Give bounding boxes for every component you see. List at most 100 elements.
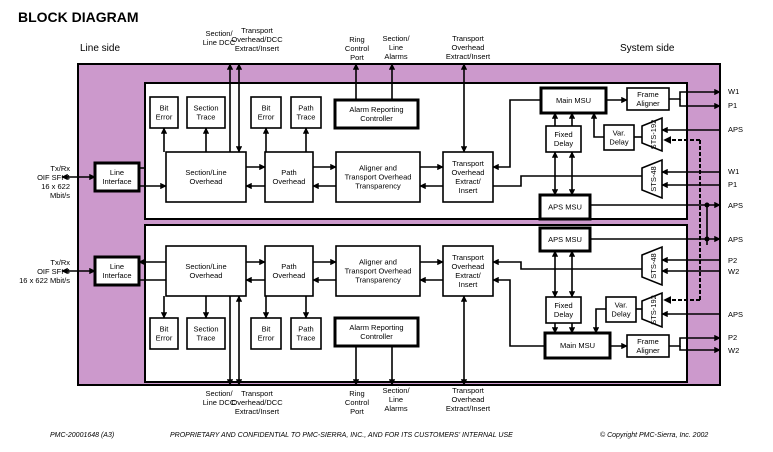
lower-fixed-delay-label: Fixed	[554, 301, 572, 310]
upper-section-trace-label: Section	[193, 104, 218, 113]
port-label-8: W2	[728, 267, 739, 276]
lower-sts48-mux: STS-48	[641, 245, 663, 287]
upper-aps-msu-label: APS MSU	[548, 203, 582, 212]
lower-section-line-overhead-label: Overhead	[190, 271, 223, 280]
lower-section-line-overhead-label: Section/Line	[185, 262, 226, 271]
footer-confidential: PROPRIETARY AND CONFIDENTIAL TO PMC-SIER…	[170, 432, 513, 439]
lower-var-delay: Var.Delay	[605, 296, 637, 323]
upper-sts192-mux-label: STS-192	[649, 120, 658, 150]
top-label-ring-control-port: Ring	[349, 35, 364, 44]
bottom-label-toh-dcc-extract-insert: Overhead/DCC	[231, 398, 283, 407]
top-label-toh-extract-insert: Extract/Insert	[446, 52, 491, 61]
lower-var-delay-label: Var.	[615, 301, 628, 310]
connections	[61, 63, 721, 386]
bottom-label-section-line-alarms: Alarms	[384, 404, 408, 413]
lower-path-trace-label: Path	[298, 325, 313, 334]
port-label-5: APS	[728, 201, 743, 210]
bottom-label-toh-dcc-extract-insert: Extract/Insert	[235, 407, 280, 416]
upper-toh-extract-insert-label: Insert	[459, 186, 479, 195]
bottom-label-toh-extract-insert: Overhead	[452, 395, 485, 404]
lower-bit-error-2-label: Bit	[262, 325, 272, 334]
lower-toh-extract-insert-label: Insert	[459, 280, 479, 289]
upper-aligner-label: Transport Overhead	[345, 173, 412, 182]
lower-sts48-mux-label: STS-48	[649, 253, 658, 278]
upper-section-line-overhead-label: Overhead	[190, 177, 223, 186]
upper-path-trace-label: Trace	[297, 113, 316, 122]
top-label-toh-dcc-extract-insert: Extract/Insert	[235, 44, 280, 53]
lower-main-msu-label: Main MSU	[560, 341, 595, 350]
upper-toh-extract-insert-label: Transport	[452, 159, 485, 168]
lower-toh-extract-insert-label: Overhead	[452, 262, 485, 271]
bottom-label-toh-extract-insert: Extract/Insert	[446, 404, 491, 413]
left-label-lower-interface: Tx/Rx	[50, 258, 70, 267]
bottom-label-toh-extract-insert: Transport	[452, 386, 485, 395]
upper-fixed-delay-label: Delay	[554, 139, 573, 148]
upper-sts48-mux-label: STS-48	[649, 166, 658, 191]
lower-main-msu: Main MSU	[543, 331, 612, 360]
lower-alarm-reporting-controller-label: Controller	[360, 332, 393, 341]
upper-path-overhead-label: Overhead	[273, 177, 306, 186]
port-label-11: W2	[728, 346, 739, 355]
port-label-10: P2	[728, 333, 737, 342]
upper-main-msu-label: Main MSU	[556, 96, 591, 105]
lower-bit-error-1-label: Error	[156, 334, 173, 343]
top-label-section-line-dcc: Line DCC	[203, 38, 236, 47]
bottom-label-ring-control-port: Ring	[349, 389, 364, 398]
lower-section-trace-label: Trace	[197, 334, 216, 343]
lower-path-trace-label: Trace	[297, 334, 316, 343]
upper-fixed-delay-label: Fixed	[554, 130, 572, 139]
left-label-upper-interface: Tx/Rx	[50, 164, 70, 173]
port-label-7: P2	[728, 256, 737, 265]
upper-bit-error-1-label: Error	[156, 113, 173, 122]
upper-sts192-mux: STS-192	[641, 116, 663, 153]
bottom-label-section-line-dcc: Line DCC	[203, 398, 236, 407]
lower-aps-msu-label: APS MSU	[548, 235, 582, 244]
lower-aps-msu: APS MSU	[538, 226, 592, 253]
upper-path-overhead-label: Path	[281, 168, 296, 177]
top-label-section-line-dcc: Section/	[205, 29, 233, 38]
upper-line-interface-label: Interface	[102, 177, 131, 186]
upper-section-line-overhead-label: Section/Line	[185, 168, 226, 177]
lower-path-overhead-label: Overhead	[273, 271, 306, 280]
port-label-2: APS	[728, 125, 743, 134]
upper-bit-error-2-label: Error	[258, 113, 275, 122]
top-label-section-line-alarms: Line	[389, 43, 403, 52]
upper-aligner-label: Aligner and	[359, 164, 397, 173]
upper-alarm-reporting-controller-label: Alarm Reporting	[349, 105, 403, 114]
lower-line-interface-label: Line	[110, 262, 124, 271]
bottom-label-ring-control-port: Control	[345, 398, 370, 407]
port-label-4: P1	[728, 180, 737, 189]
top-label-section-line-alarms: Alarms	[384, 52, 408, 61]
upper-bit-error-1-label: Bit	[160, 104, 170, 113]
left-label-upper-interface: 16 x 622	[41, 182, 70, 191]
upper-frame-aligner-label: Frame	[637, 90, 659, 99]
top-label-toh-extract-insert: Overhead	[452, 43, 485, 52]
diagram-title: BLOCK DIAGRAM	[18, 9, 139, 25]
top-label-ring-control-port: Control	[345, 44, 370, 53]
upper-line-interface-label: Line	[110, 168, 124, 177]
top-label-toh-dcc-extract-insert: Overhead/DCC	[231, 35, 283, 44]
bottom-label-ring-control-port: Port	[350, 407, 365, 416]
lower-toh-extract-insert-label: Extract/	[455, 271, 481, 280]
footer-copyright: © Copyright PMC-Sierra, Inc. 2002	[600, 431, 708, 439]
system-side-label: System side	[620, 43, 675, 54]
upper-frame-aligner-label: Aligner	[636, 99, 660, 108]
upper-var-delay: Var.Delay	[603, 124, 635, 151]
upper-toh-extract-insert-label: Overhead	[452, 168, 485, 177]
